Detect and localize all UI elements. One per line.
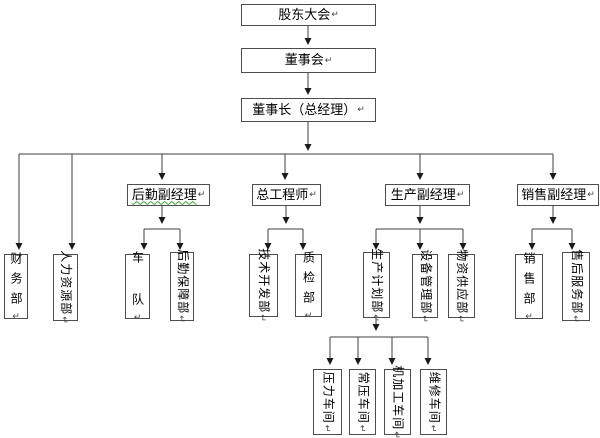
node-sales-dept: 销售部↵ xyxy=(515,251,543,322)
node-label: 质检部↵ xyxy=(301,250,316,321)
node-label: 销售部↵ xyxy=(522,251,536,322)
node-label: 后勤保障部↵ xyxy=(175,249,190,324)
node-logistics-deputy-manager: 后勤副经理↵ xyxy=(127,184,210,206)
node-label: 销售副经理 xyxy=(521,187,587,203)
node-chief-engineer: 总工程师↵ xyxy=(252,184,321,206)
node-label: 维修车间↵ xyxy=(427,371,441,433)
paragraph-mark: ↵ xyxy=(59,316,69,325)
node-label: 车 队↵ xyxy=(130,250,145,323)
node-sales-deputy-manager: 销售副经理↵ xyxy=(517,184,599,206)
paragraph-mark: ↵ xyxy=(391,430,401,438)
node-label: 压力车间↵ xyxy=(321,371,335,433)
node-label: 董事长（总经理） xyxy=(252,102,357,118)
node-label: 财务部↵ xyxy=(9,251,23,322)
node-materials-supply-dept: 物资供应部↵ xyxy=(448,249,475,323)
node-tech-development-dept: 技术开发部↵ xyxy=(249,248,278,323)
paragraph-mark: ↵ xyxy=(524,311,534,322)
paragraph-mark: ↵ xyxy=(309,190,317,200)
node-label: 人力资源部↵ xyxy=(59,250,73,325)
node-chairman-general-manager: 董事长（总经理）↵ xyxy=(241,98,376,122)
paragraph-mark: ↵ xyxy=(455,314,465,324)
node-pressure-workshop: 压力车间↵ xyxy=(313,369,342,435)
node-production-planning-dept: 生产计划部↵ xyxy=(363,248,390,322)
node-label: 股东大会 xyxy=(278,7,331,23)
node-label: 设备管理部↵ xyxy=(418,248,433,324)
node-label: 机加工车间↵ xyxy=(391,364,405,438)
paragraph-mark: ↵ xyxy=(331,10,339,20)
node-board-of-directors: 董事会↵ xyxy=(241,48,376,73)
node-label: 常压车间↵ xyxy=(356,371,370,433)
node-label: 生产计划部↵ xyxy=(370,247,384,323)
node-finance-dept: 财务部↵ xyxy=(4,251,28,322)
node-maintenance-workshop: 维修车间↵ xyxy=(420,369,447,435)
node-equipment-management-dept: 设备管理部↵ xyxy=(412,249,438,323)
node-shareholders-meeting: 股东大会↵ xyxy=(241,4,376,26)
paragraph-mark: ↵ xyxy=(303,310,314,321)
node-label: 技术开发部↵ xyxy=(257,248,271,323)
node-label: 后勤副经理 xyxy=(131,187,197,203)
paragraph-mark: ↵ xyxy=(321,424,331,433)
node-normal-pressure-workshop: 常压车间↵ xyxy=(349,369,376,435)
paragraph-mark: ↵ xyxy=(175,315,186,324)
paragraph-mark: ↵ xyxy=(197,190,206,200)
paragraph-mark: ↵ xyxy=(11,311,21,322)
node-after-sales-service-dept: 售后服务部↵ xyxy=(562,249,590,324)
paragraph-mark: ↵ xyxy=(456,190,465,200)
paragraph-mark: ↵ xyxy=(427,424,437,433)
paragraph-mark: ↵ xyxy=(257,314,267,323)
paragraph-mark: ↵ xyxy=(569,315,580,324)
node-production-deputy-manager: 生产副经理↵ xyxy=(385,184,470,206)
node-human-resources-dept: 人力资源部↵ xyxy=(53,250,78,325)
paragraph-mark: ↵ xyxy=(418,314,429,324)
node-label: 售后服务部↵ xyxy=(569,249,584,324)
node-vehicle-fleet: 车 队↵ xyxy=(125,251,150,323)
paragraph-mark: ↵ xyxy=(132,312,143,323)
paragraph-mark: ↵ xyxy=(587,190,595,200)
node-label: 董事会 xyxy=(284,53,324,68)
paragraph-mark: ↵ xyxy=(357,105,365,115)
node-label: 物资供应部↵ xyxy=(455,248,469,324)
paragraph-mark: ↵ xyxy=(324,55,333,66)
node-quality-inspection-dept: 质检部↵ xyxy=(295,251,322,321)
node-label: 总工程师 xyxy=(256,187,309,203)
node-machining-workshop: 机加工车间↵ xyxy=(384,365,411,438)
node-label: 生产副经理 xyxy=(390,187,456,203)
node-logistics-support-dept: 后勤保障部↵ xyxy=(170,249,194,324)
paragraph-mark: ↵ xyxy=(356,424,366,433)
paragraph-mark: ↵ xyxy=(370,313,380,323)
